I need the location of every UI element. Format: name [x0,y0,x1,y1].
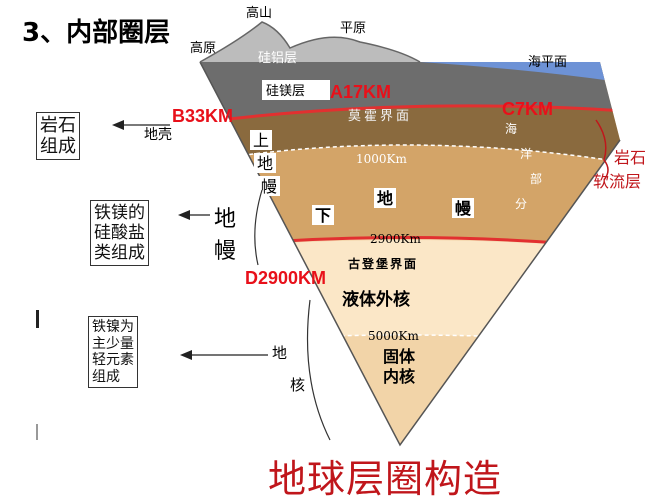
label-outer-core: 液体外核 [342,289,410,310]
label-1000km: 1000Km [356,152,408,166]
box-mantle-line-1: 铁镁的 [94,203,145,223]
upper-mantle-box-2 [254,153,276,173]
marker-b: B33KM [172,106,234,126]
upper-mantle-fill [200,100,620,165]
box-crust-line-2: 组成 [40,136,76,158]
label-inner-core-1: 固体 [383,347,416,366]
box-mantle-line-3: 类组成 [94,243,145,264]
crust-fill [200,62,620,125]
lower-mantle-label-1: 下 [315,206,331,225]
upper-mantle-box-1 [250,130,272,150]
box-crust-line-1: 岩石 [40,115,76,136]
moho-line [200,104,620,127]
upper-mantle-box-3 [258,176,280,196]
label-plain: 平原 [340,21,366,36]
marker-a: A17KM [330,82,392,102]
line-1000km [200,144,620,166]
label-2900km: 2900Km [370,232,422,246]
box-core-line-1: 铁镍为 [92,319,134,335]
ocean-label-3: 部 [530,171,542,186]
lower-mantle-label-2: 地 [377,189,393,208]
lower-mantle-box-1 [312,205,334,225]
core-arrowhead [180,350,192,360]
label-gutenberg: 古登堡界面 [348,256,418,271]
lower-mantle-box-3 [452,198,474,218]
marker-d: D2900KM [245,268,327,288]
mantle-arrowhead [178,210,190,220]
ocean-label-1: 海 [505,121,517,136]
side-crust: 地壳 [144,126,172,143]
box-mantle: 铁镁的 硅酸盐 类组成 [90,200,149,267]
right-lithosphere: 岩石 [614,148,646,167]
box-mantle-line-2: 硅酸盐 [94,223,145,244]
surface-relief [199,21,421,63]
side-core-1: 地 [272,344,287,362]
lower-mantle-label-3: 幔 [455,199,472,218]
box-core: 铁镍为 主少量 轻元素 组成 [88,316,138,389]
label-moho: 莫霍界面 [348,109,412,124]
label-sea-level: 海平面 [528,55,567,70]
label-plateau: 高原 [190,40,216,56]
upper-mantle-label-3: 幔 [261,177,277,196]
side-mantle-2: 幔 [214,239,236,264]
box-core-line-4: 组成 [92,368,120,385]
page-heading: 3、内部圈层 [22,18,171,48]
label-high-mountain: 高山 [246,5,272,21]
side-core-2: 核 [290,376,305,394]
diagram-title: 地球层圈构造 [268,457,503,501]
label-5000km: 5000Km [368,329,420,343]
box-crust: 岩石 组成 [36,112,80,161]
right-bracket [595,119,609,181]
box-core-line-3: 轻元素 [92,352,134,369]
upper-mantle-label-1: 上 [253,131,269,150]
label-sial: 硅铝层 [258,51,297,66]
lower-mantle-box-2 [374,188,396,208]
mantle-bracket [254,189,263,266]
ocean-fill [420,62,620,85]
right-asthenosphere: 软流层 [593,172,641,191]
label-inner-core-2: 内核 [383,367,415,386]
ocean-label-4: 分 [515,197,527,211]
side-mantle-1: 地 [214,207,236,232]
lower-mantle-fill [200,140,620,250]
marker-c: C7KM [502,99,554,119]
label-sima: 硅镁层 [266,84,305,99]
box-core-line-2: 主少量 [92,335,134,352]
sima-label-bg [262,80,330,100]
ocean-label-2: 洋 [520,146,532,161]
crust-arrowhead [112,120,124,130]
core-bracket [306,299,331,441]
upper-mantle-label-2: 地 [257,154,273,173]
margin-mark-2 [36,424,38,440]
margin-mark-1 [36,310,39,328]
